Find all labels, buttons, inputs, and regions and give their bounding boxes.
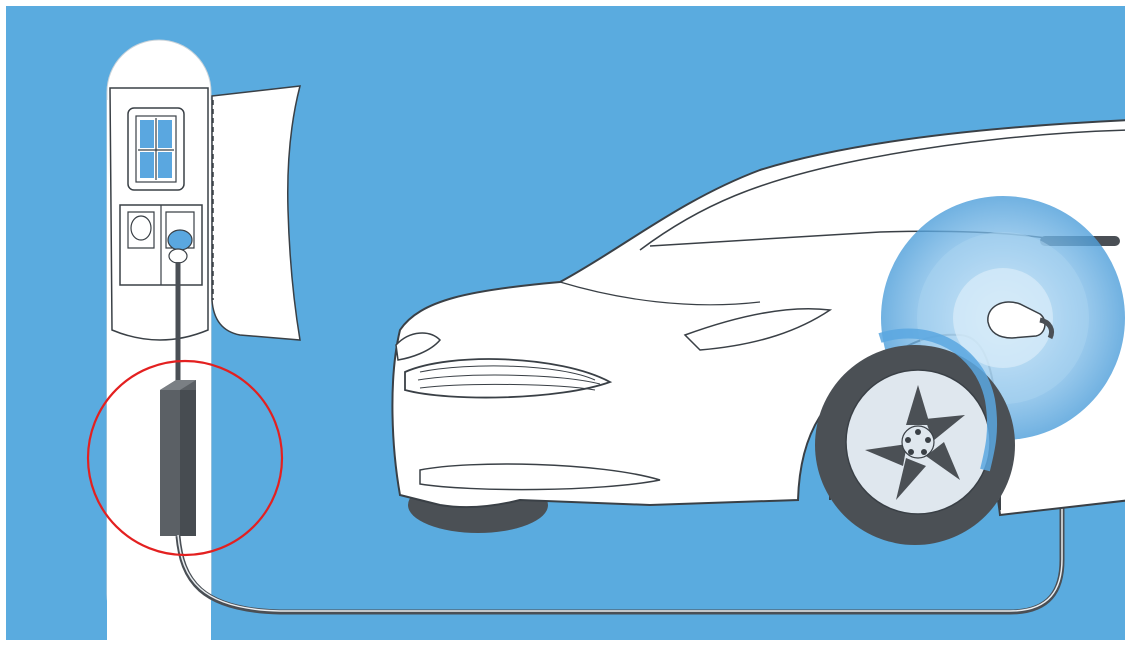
grille (404, 358, 613, 399)
wheel-icon (815, 328, 1015, 545)
cable-box-icon (160, 380, 196, 536)
socket-icon (119, 204, 203, 286)
breaker-panel-icon (127, 107, 185, 191)
highlight-circle-icon (86, 359, 284, 557)
